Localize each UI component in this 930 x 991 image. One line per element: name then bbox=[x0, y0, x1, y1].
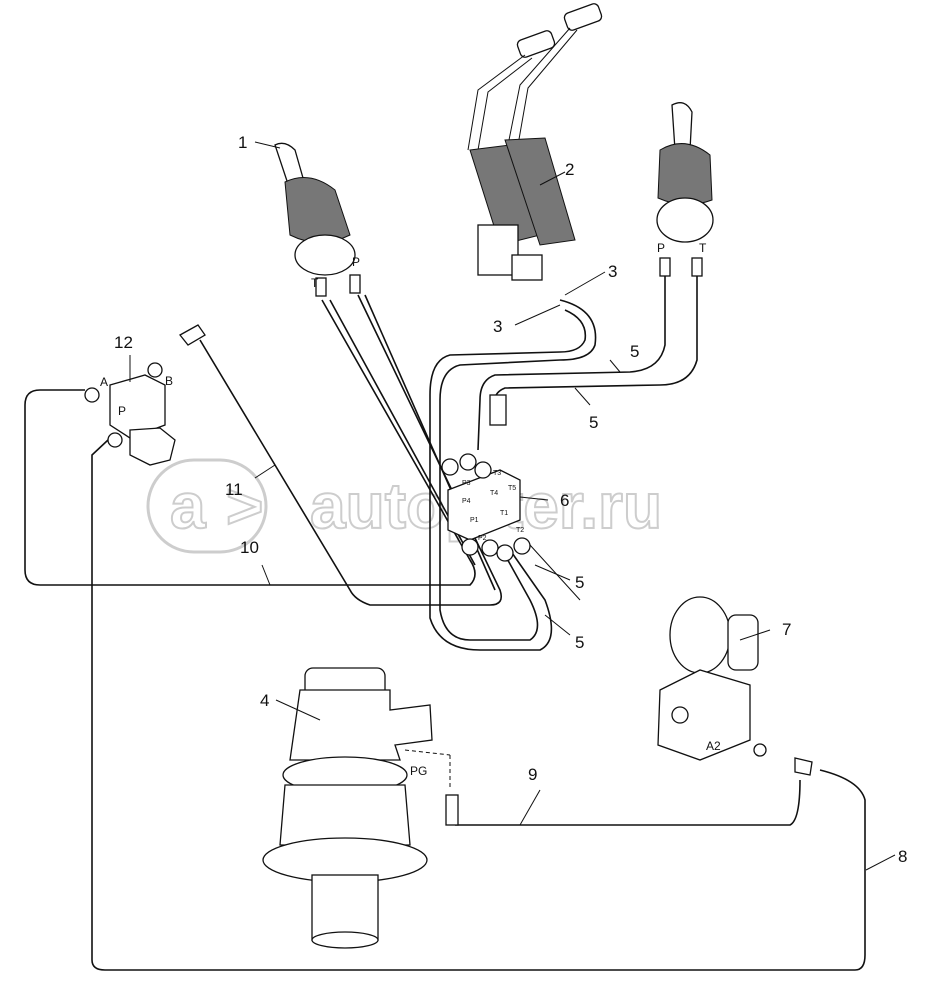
callout-8: 8 bbox=[898, 847, 907, 866]
callout-4: 4 bbox=[260, 691, 269, 710]
port-b: B bbox=[165, 374, 173, 388]
port-pg: PG bbox=[410, 764, 427, 778]
port-t3: T3 bbox=[493, 470, 501, 477]
svg-text:>: > bbox=[226, 470, 263, 542]
callout-3b: 3 bbox=[493, 317, 502, 336]
callout-5a: 5 bbox=[630, 342, 639, 361]
callout-2: 2 bbox=[565, 160, 574, 179]
port-t: T bbox=[699, 241, 707, 255]
callout-5b: 5 bbox=[589, 413, 598, 432]
valve-block bbox=[441, 394, 531, 562]
port-t2: T2 bbox=[516, 527, 524, 534]
left-joystick bbox=[274, 142, 361, 297]
callout-3a: 3 bbox=[608, 262, 617, 281]
callout-9: 9 bbox=[528, 765, 537, 784]
callout-11: 11 bbox=[225, 480, 243, 499]
port-p4: P4 bbox=[462, 498, 471, 505]
port-t1: T1 bbox=[500, 510, 508, 517]
port-p1: P1 bbox=[470, 517, 479, 524]
port-p: P bbox=[118, 404, 126, 418]
port-t4: T4 bbox=[490, 490, 498, 497]
port-p3: P3 bbox=[462, 480, 471, 487]
foot-pedals bbox=[467, 3, 603, 281]
right-joystick bbox=[656, 102, 714, 277]
callout-7: 7 bbox=[782, 620, 791, 639]
callout-10: 10 bbox=[240, 538, 259, 557]
callout-1: 1 bbox=[238, 133, 247, 152]
callout-12: 12 bbox=[114, 333, 133, 352]
valve-12 bbox=[84, 324, 206, 466]
port-a2: A2 bbox=[706, 739, 721, 753]
port-a: A bbox=[100, 375, 108, 389]
callout-5c: 5 bbox=[575, 573, 584, 592]
watermark: a > autopiter.ru bbox=[146, 458, 663, 554]
port-labels: T P P T A B P PG A2 P3 T3 P4 T4 T5 P1 T1… bbox=[100, 241, 721, 778]
callouts: 1 2 3 3 5 5 5 5 6 4 7 8 9 10 11 12 bbox=[114, 133, 907, 866]
port-p: P bbox=[352, 255, 360, 269]
svg-text:a: a bbox=[170, 470, 206, 542]
accumulator-unit bbox=[657, 596, 813, 776]
swing-motor bbox=[262, 667, 459, 949]
leader-lines bbox=[129, 141, 896, 871]
port-p: P bbox=[657, 241, 665, 255]
callout-5d: 5 bbox=[575, 633, 584, 652]
port-p2: P2 bbox=[478, 535, 487, 542]
port-t5: T5 bbox=[508, 485, 516, 492]
port-t: T bbox=[311, 276, 319, 290]
callout-6: 6 bbox=[560, 491, 569, 510]
